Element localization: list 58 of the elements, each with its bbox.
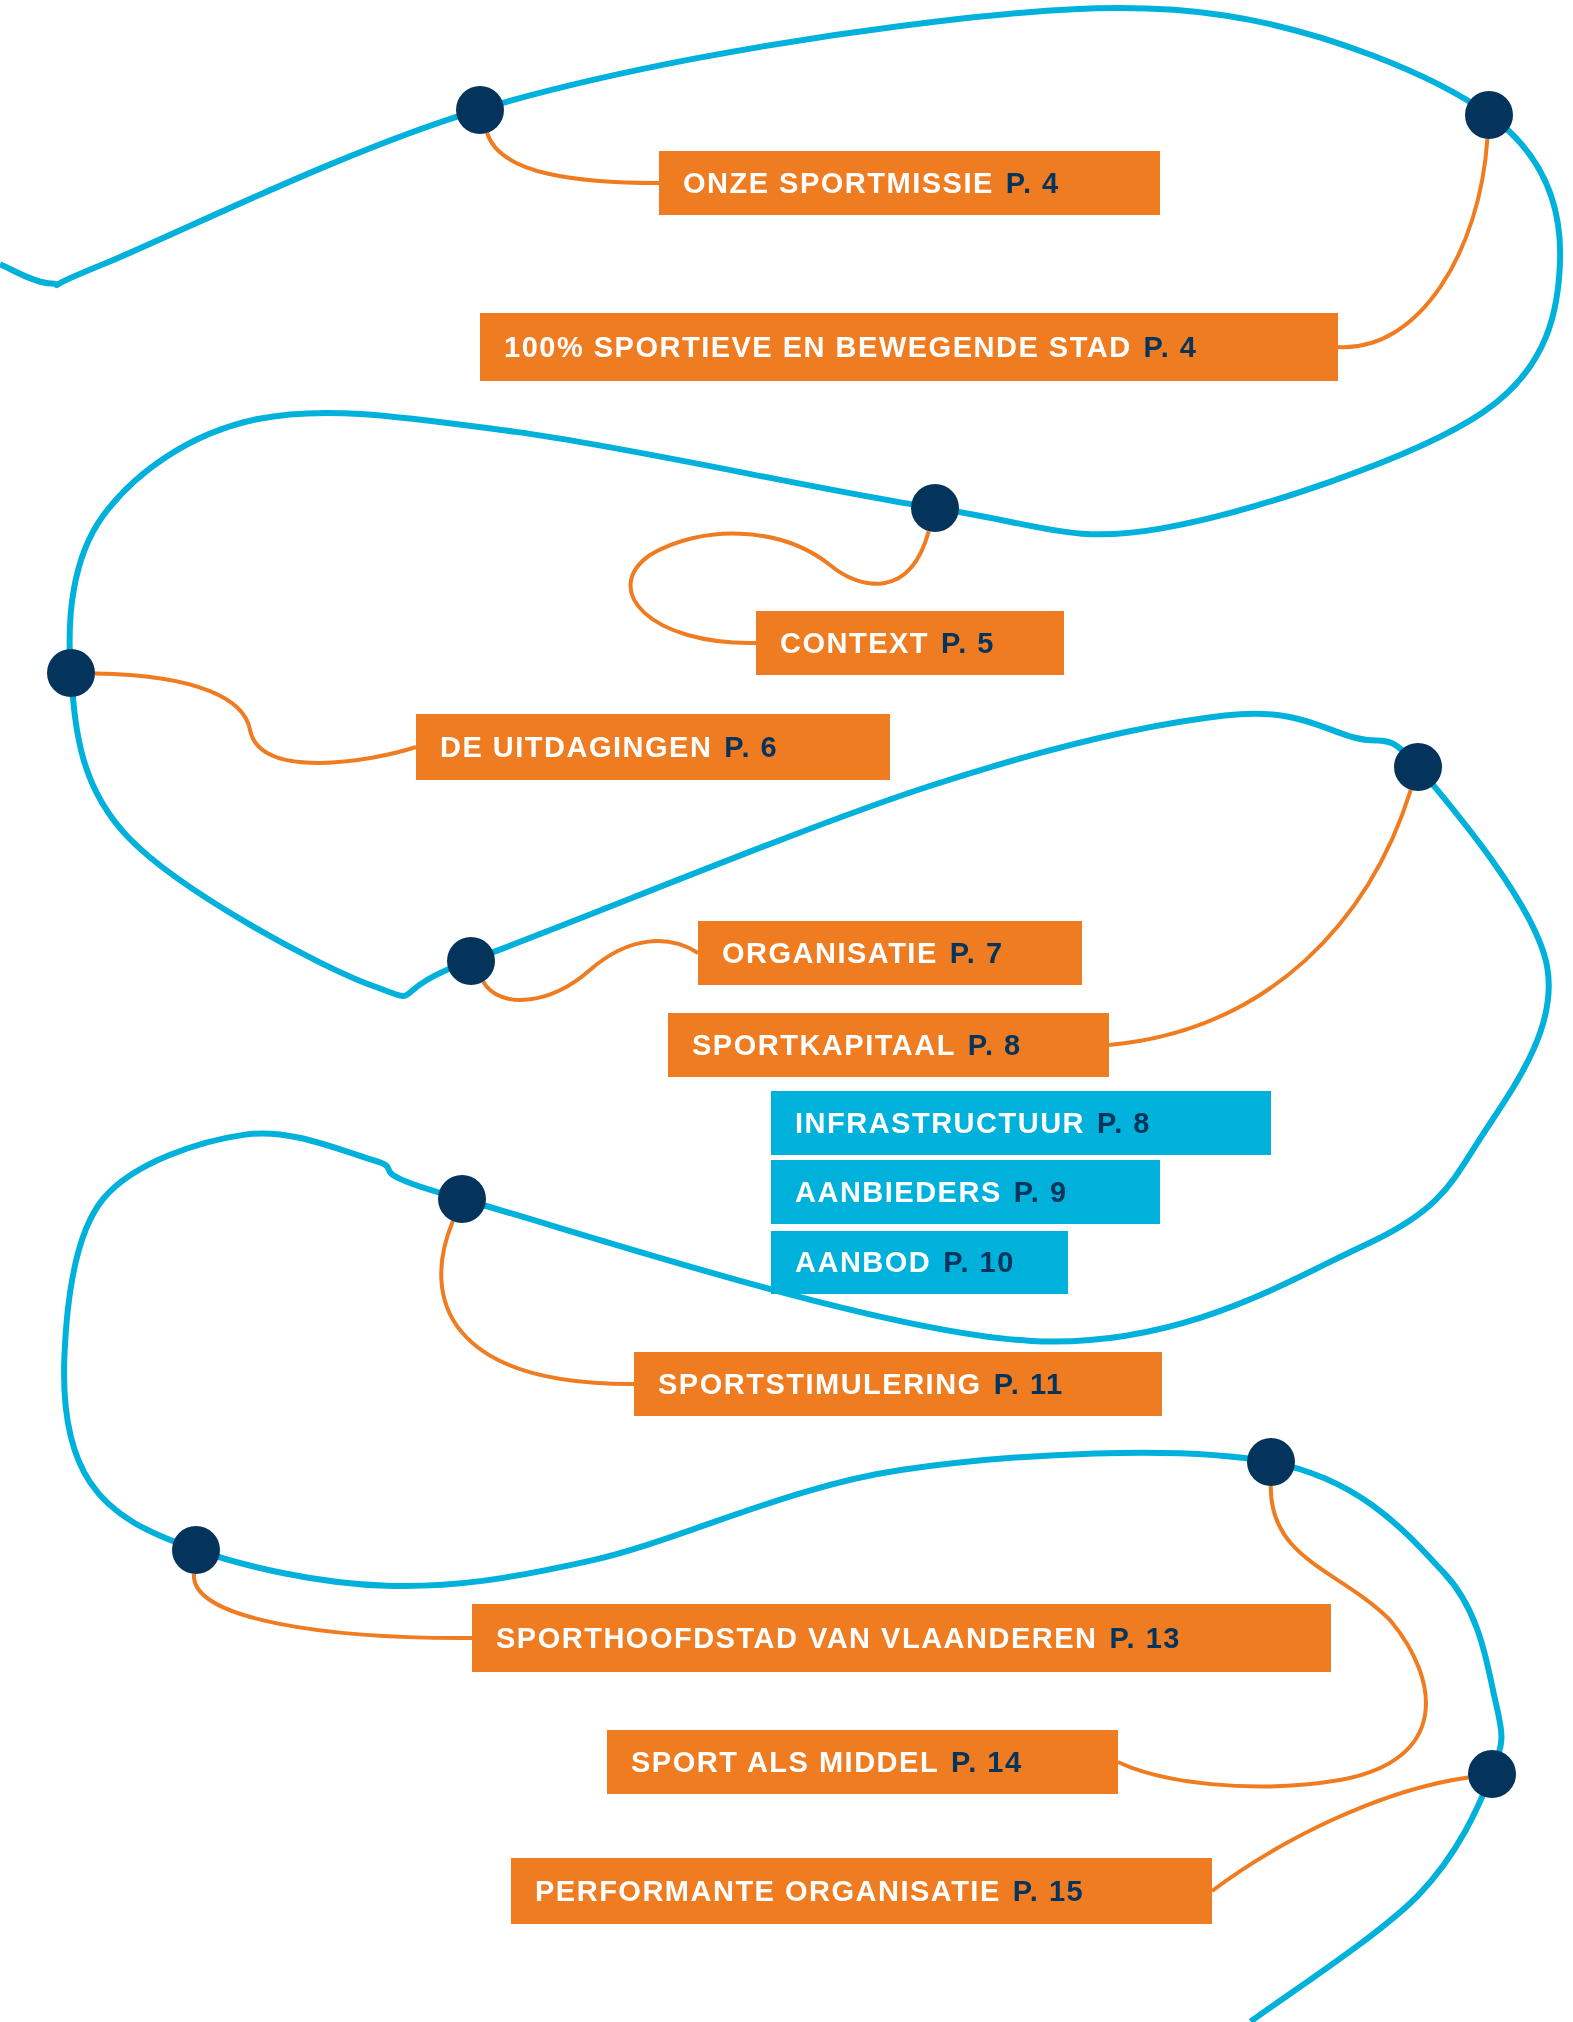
chapter-banner bbox=[756, 611, 1064, 675]
chapter-title: CONTEXT bbox=[780, 626, 930, 660]
leader-line bbox=[94, 671, 417, 765]
waypoint-dot bbox=[1247, 1438, 1295, 1486]
waypoint-dot bbox=[1394, 743, 1442, 791]
chapter-title: ONZE SPORTMISSIE bbox=[683, 166, 994, 200]
chapter-banner bbox=[771, 1231, 1068, 1294]
waypoint-dot bbox=[456, 86, 504, 134]
waypoint-dot bbox=[1468, 1750, 1516, 1798]
chapter-title: INFRASTRUCTUUR bbox=[795, 1106, 1086, 1140]
page-number: P. 5 bbox=[941, 626, 995, 660]
page-number: P. 6 bbox=[724, 730, 779, 764]
chapter-banner bbox=[698, 921, 1082, 985]
chapter-banner bbox=[480, 313, 1338, 381]
chapter-title: PERFORMANTE ORGANISATIE bbox=[535, 1874, 1001, 1908]
page-number: P. 4 bbox=[1143, 330, 1198, 364]
chapter-title: AANBOD bbox=[795, 1246, 932, 1279]
chapter-banner bbox=[416, 714, 890, 780]
chapter-title: AANBIEDERS bbox=[795, 1175, 1002, 1209]
leader-line bbox=[485, 132, 660, 185]
waypoint-dot bbox=[447, 937, 495, 985]
page-number: P. 15 bbox=[1012, 1874, 1085, 1908]
page-number: P. 8 bbox=[1097, 1106, 1151, 1140]
leader-line bbox=[1337, 138, 1490, 349]
waypoint-dot bbox=[1465, 91, 1513, 139]
chapter-title: ORGANISATIE bbox=[722, 936, 938, 970]
chapter-title: SPORTSTIMULERING bbox=[658, 1367, 982, 1401]
leader-line bbox=[628, 530, 931, 645]
page-number: P. 9 bbox=[1013, 1175, 1068, 1209]
leader-line bbox=[1108, 789, 1413, 1047]
chapter-banner bbox=[668, 1013, 1109, 1077]
page-number: P. 8 bbox=[967, 1028, 1022, 1062]
leader-line bbox=[439, 1220, 635, 1386]
chapter-title: SPORTKAPITAAL bbox=[692, 1028, 956, 1062]
chapter-title: SPORTHOOFDSTAD VAN VLAANDEREN bbox=[496, 1621, 1098, 1655]
chapter-title: SPORT ALS MIDDEL bbox=[631, 1745, 940, 1779]
chapter-banner bbox=[771, 1160, 1160, 1224]
waypoint-dot bbox=[911, 484, 959, 532]
chapter-title: 100% SPORTIEVE EN BEWEGENDE STAD bbox=[504, 330, 1132, 364]
chapter-banner bbox=[511, 1858, 1212, 1924]
waypoint-dot bbox=[172, 1526, 220, 1574]
leader-line bbox=[481, 939, 699, 1002]
page-number: P. 14 bbox=[951, 1745, 1023, 1779]
leader-line bbox=[1117, 1485, 1428, 1789]
waypoint-dot bbox=[438, 1175, 486, 1223]
page-number: P. 7 bbox=[949, 936, 1004, 970]
page-number: P. 13 bbox=[1109, 1621, 1181, 1655]
chapter-banner bbox=[607, 1730, 1118, 1794]
chapter-title: DE UITDAGINGEN bbox=[440, 730, 713, 764]
chapter-banner bbox=[771, 1091, 1271, 1155]
waypoint-dot bbox=[47, 649, 95, 697]
page-number: P. 4 bbox=[1005, 166, 1060, 200]
chapter-banner bbox=[472, 1604, 1331, 1672]
leader-line bbox=[192, 1573, 472, 1640]
chapter-banner bbox=[659, 151, 1160, 215]
page-number: P. 11 bbox=[993, 1367, 1064, 1401]
chapter-banner bbox=[634, 1352, 1162, 1416]
page-number: P. 10 bbox=[943, 1246, 1015, 1279]
